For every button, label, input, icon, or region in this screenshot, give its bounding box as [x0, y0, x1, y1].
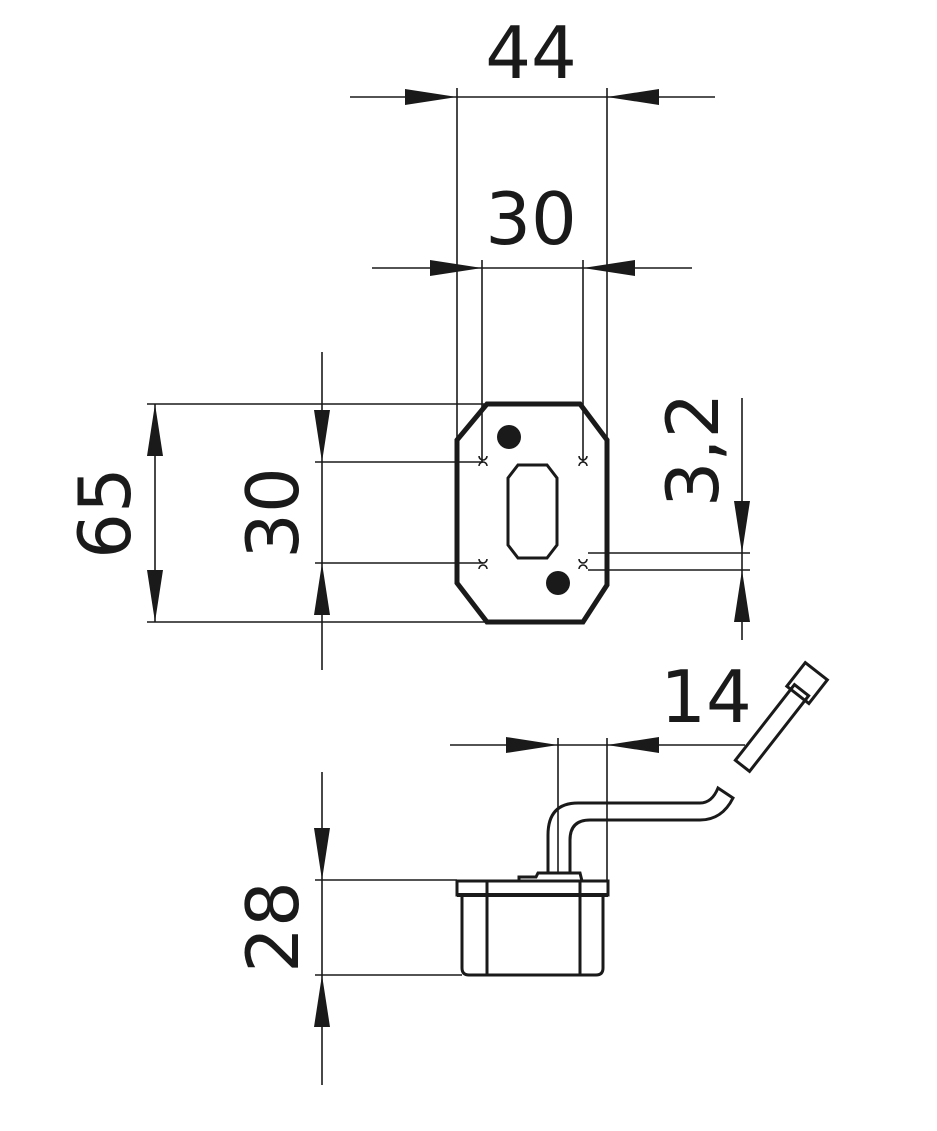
dimension-label-30-horizontal: 30 — [485, 177, 577, 261]
dimension-label-3-2: 3,2 — [651, 393, 735, 508]
lamp-side-view — [455, 660, 830, 977]
dimension-65: 65 — [63, 403, 487, 623]
dimension-44: 44 — [350, 11, 715, 440]
cable-connector — [733, 660, 830, 774]
screw-head-icon — [497, 425, 521, 449]
dimension-3-2: 3,2 — [588, 393, 750, 640]
dimension-label-14: 14 — [660, 655, 752, 739]
dimension-14: 14 — [450, 655, 752, 880]
screw-head-icon — [546, 571, 570, 595]
dimension-label-28: 28 — [231, 881, 315, 973]
dimension-30-horizontal: 30 — [372, 177, 692, 462]
dimension-28: 28 — [231, 772, 462, 1085]
dimension-30-vertical: 30 — [231, 352, 483, 670]
dimension-label-30-vertical: 30 — [231, 467, 315, 559]
dimension-label-65: 65 — [63, 467, 147, 559]
lamp-front-view — [454, 401, 610, 625]
dimension-label-44: 44 — [485, 11, 577, 95]
